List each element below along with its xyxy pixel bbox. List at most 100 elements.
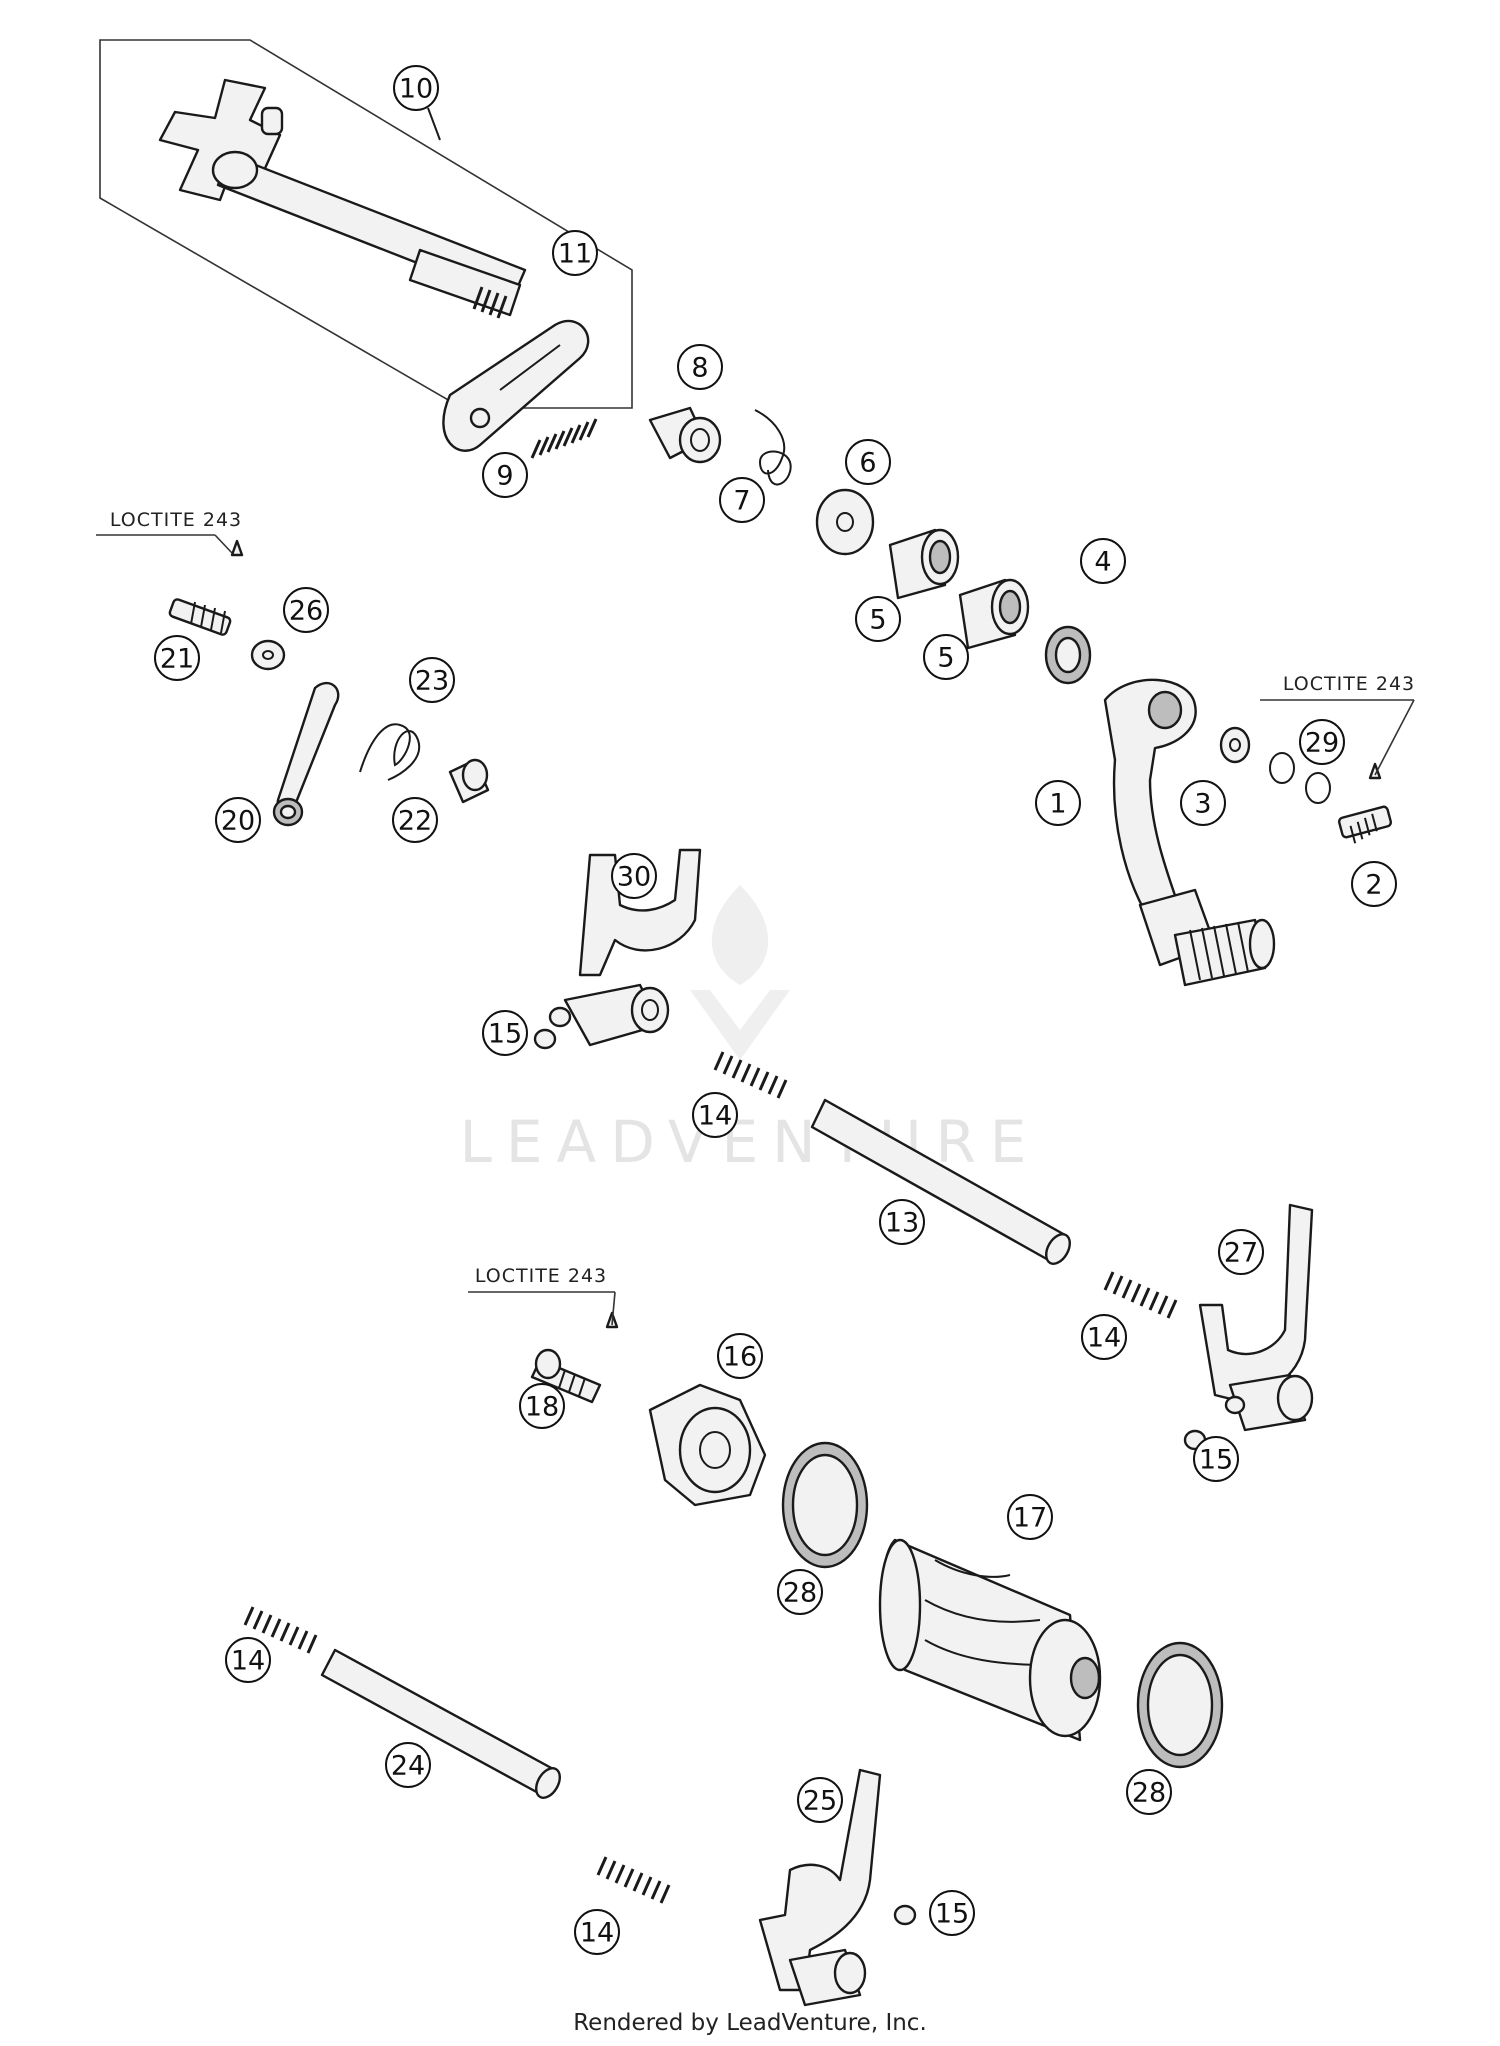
loctite-label: LOCTITE 243 [110,509,242,531]
callout-circle [1299,719,1345,765]
callout-16: 16 [717,1333,763,1379]
callout-number: 30 [617,862,651,893]
callout-number: 14 [698,1101,732,1132]
callout-30: 30 [611,853,657,899]
callout-circle [283,587,329,633]
callout-number: 18 [525,1392,559,1423]
callout-number: 14 [1087,1323,1121,1354]
part-ball-15a [533,1028,557,1050]
part-ball-15c [893,1904,917,1926]
callout-number: 4 [1094,547,1111,578]
callout-1: 1 [1035,780,1081,826]
callout-circle [482,1010,528,1056]
callout-29: 29 [1299,719,1345,765]
callout-number: 7 [733,486,750,517]
callout-number: 27 [1224,1238,1258,1269]
callout-number: 3 [1194,789,1211,820]
part-washer-6 [815,488,875,556]
callout-number: 15 [935,1899,969,1930]
callout-circle [409,657,455,703]
callout-layer: 1234556789101113141414141515151617182021… [154,65,1397,1955]
callout-circle [225,1637,271,1683]
callout-number: 10 [399,74,433,105]
part-shift-shaft [158,78,527,319]
callout-number: 9 [496,461,513,492]
part-washer-3 [1219,726,1251,764]
callout-number: 26 [289,596,323,627]
callout-circle [1081,1314,1127,1360]
callout-26: 26 [283,587,329,633]
callout-15: 15 [929,1890,975,1936]
part-spring-23 [359,723,421,781]
callout-number: 17 [1013,1503,1047,1534]
part-shift-lever [1103,678,1276,987]
part-plate [442,319,590,452]
part-bushing-8 [648,406,722,464]
callout-circle [385,1742,431,1788]
callout-15: 15 [482,1010,528,1056]
callout-circle [1035,780,1081,826]
callout-21: 21 [154,635,200,681]
part-washer-26 [250,639,286,671]
callout-number: 2 [1365,870,1382,901]
part-bearing-28b [1136,1641,1224,1769]
callout-number: 28 [783,1578,817,1609]
part-seal-4 [1044,625,1092,685]
callout-circle [574,1909,620,1955]
callout-number: 5 [937,643,954,674]
callout-circle [611,853,657,899]
callout-circle [393,65,439,111]
loctite-label: LOCTITE 243 [475,1265,607,1287]
callout-number: 14 [580,1918,614,1949]
callout-25: 25 [797,1777,843,1823]
callout-circle [797,1777,843,1823]
callout-number: 25 [803,1786,837,1817]
part-shaft-24 [320,1648,561,1799]
callout-number: 8 [691,353,708,384]
callout-number: 15 [488,1019,522,1050]
callout-27: 27 [1218,1229,1264,1275]
callout-22: 22 [392,797,438,843]
callout-number: 6 [859,448,876,479]
callout-circle [845,439,891,485]
part-spring-9 [530,418,598,459]
callout-5: 5 [923,634,969,680]
watermark-text: LEADVENTURE [460,1108,1041,1176]
part-spring-14b [1103,1271,1178,1319]
callout-circle [552,230,598,276]
callout-14: 14 [692,1092,738,1138]
callout-8: 8 [677,344,723,390]
callout-number: 5 [869,605,886,636]
callout-circle [392,797,438,843]
part-bolt-21 [168,539,244,636]
callout-number: 14 [231,1646,265,1677]
callout-number: 13 [885,1208,919,1239]
leader-lines [96,107,1415,1326]
callout-number: 22 [398,806,432,837]
callout-circle [215,797,261,843]
callout-circle [929,1890,975,1936]
callout-circle [777,1569,823,1615]
callout-circle [1126,1769,1172,1815]
callout-circle [719,477,765,523]
part-spring-14d [596,1856,671,1904]
part-shift-fork-30 [548,848,702,1047]
callout-number: 21 [160,644,194,675]
callout-circle [855,596,901,642]
callout-18: 18 [519,1383,565,1429]
callout-circle [1180,780,1226,826]
callout-14: 14 [225,1637,271,1683]
callout-circle [692,1092,738,1138]
callout-circle [1007,1494,1053,1540]
callout-13: 13 [879,1199,925,1245]
callout-circle [677,344,723,390]
callout-2: 2 [1351,861,1397,907]
callout-9: 9 [482,452,528,498]
callout-number: 1 [1049,789,1066,820]
part-bolt-18 [530,1311,619,1404]
callout-7: 7 [719,477,765,523]
part-shift-fork-27 [1198,1203,1314,1432]
flame-logo-icon [690,885,790,1060]
part-bearing-5a [888,528,960,600]
